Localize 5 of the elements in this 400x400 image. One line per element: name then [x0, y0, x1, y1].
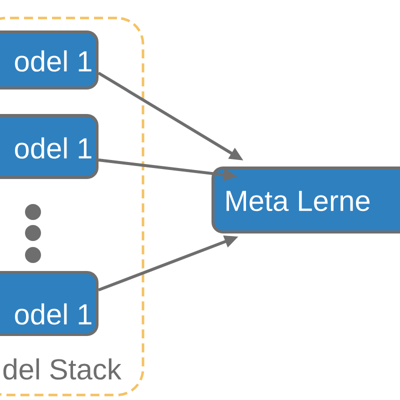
learner-box: Meta Lerne: [212, 166, 400, 234]
model-box: odel 1: [0, 30, 98, 90]
group-label: del Stack: [3, 358, 122, 380]
model-box: odel 1: [0, 271, 98, 336]
model-box: odel 1: [0, 114, 98, 179]
